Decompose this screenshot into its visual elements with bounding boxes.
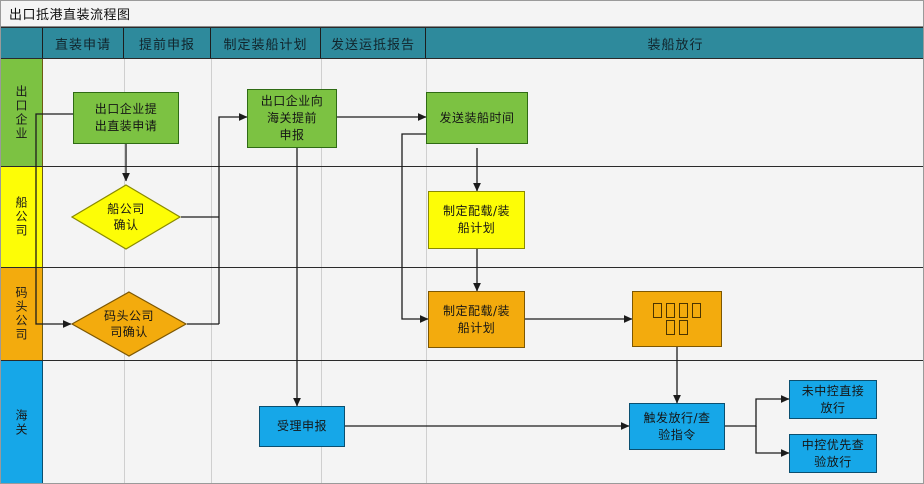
node-stow-plan-orange[interactable]: 制定配载/装船计划 xyxy=(428,291,525,348)
node-priority-inspection-release-label: 中控优先查验放行 xyxy=(801,437,865,469)
node-stow-plan-yellow-label: 制定配载/装船计划 xyxy=(442,204,511,235)
lane-customs: 海关 xyxy=(1,361,923,483)
lane-label-terminal-company: 码头公司 xyxy=(1,268,43,360)
node-shipping-company-confirm-label: 船公司确认 xyxy=(107,202,145,232)
page-title: 出口抵港直装流程图 xyxy=(9,8,131,23)
column-header-stowage-plan: 制定装船计划 xyxy=(211,28,321,58)
column-header-arrival-report: 发送运抵报告 xyxy=(321,28,426,58)
node-stow-plan-orange-label: 制定配载/装船计划 xyxy=(442,303,511,335)
node-arrival-report[interactable] xyxy=(632,291,722,347)
node-accept-declaration-label: 受理申报 xyxy=(276,419,327,433)
node-stow-plan-yellow[interactable]: 制定配载/装船计划 xyxy=(428,191,525,249)
node-priority-inspection-release[interactable]: 中控优先查验放行 xyxy=(789,434,877,473)
node-shipping-company-confirm[interactable]: 船公司确认 xyxy=(71,184,181,250)
node-send-loading-time[interactable]: 发送装船时间 xyxy=(426,92,528,144)
node-terminal-company-confirm-label: 码头公司司确认 xyxy=(103,309,154,339)
lane-label-exporter-text: 出口企业 xyxy=(14,84,28,141)
lane-label-shipping-company-text: 船公司 xyxy=(14,196,28,238)
node-apply-direct-loading[interactable]: 出口企业提出直装申请 xyxy=(73,92,179,144)
node-trigger-release-or-inspection-label: 触发放行/查验指令 xyxy=(643,410,711,442)
title-bar: 出口抵港直装流程图 xyxy=(1,1,923,27)
lane-label-terminal-company-text: 码头公司 xyxy=(14,286,28,342)
column-header-advance-declaration: 提前申报 xyxy=(124,28,211,58)
diamond-shape-shipping xyxy=(71,184,181,250)
lane-label-customs-text: 海关 xyxy=(14,408,28,437)
swimlane-header-row: 直装申请 提前申报 制定装船计划 发送运抵报告 装船放行 xyxy=(1,27,923,59)
node-send-loading-time-label: 发送装船时间 xyxy=(439,110,515,125)
node-apply-direct-loading-label: 出口企业提出直装申请 xyxy=(94,102,158,133)
node-direct-release[interactable]: 未中控直接放行 xyxy=(789,380,877,419)
node-trigger-release-or-inspection[interactable]: 触发放行/查验指令 xyxy=(629,403,725,450)
diamond-shape-terminal xyxy=(71,291,187,357)
node-declare-to-customs-label: 出口企业向海关提前申报 xyxy=(260,94,324,142)
lane-label-shipping-company: 船公司 xyxy=(1,167,43,267)
column-header-direct-loading-application: 直装申请 xyxy=(43,28,124,58)
lane-label-exporter: 出口企业 xyxy=(1,59,43,166)
header-corner-cell xyxy=(1,28,43,58)
node-direct-release-label: 未中控直接放行 xyxy=(801,383,865,415)
node-declare-to-customs[interactable]: 出口企业向海关提前申报 xyxy=(247,89,337,148)
node-accept-declaration[interactable]: 受理申报 xyxy=(259,406,345,447)
node-terminal-company-confirm[interactable]: 码头公司司确认 xyxy=(71,291,187,357)
column-header-loading-release: 装船放行 xyxy=(426,28,923,58)
lane-label-customs: 海关 xyxy=(1,361,43,483)
node-arrival-report-label xyxy=(651,302,703,336)
